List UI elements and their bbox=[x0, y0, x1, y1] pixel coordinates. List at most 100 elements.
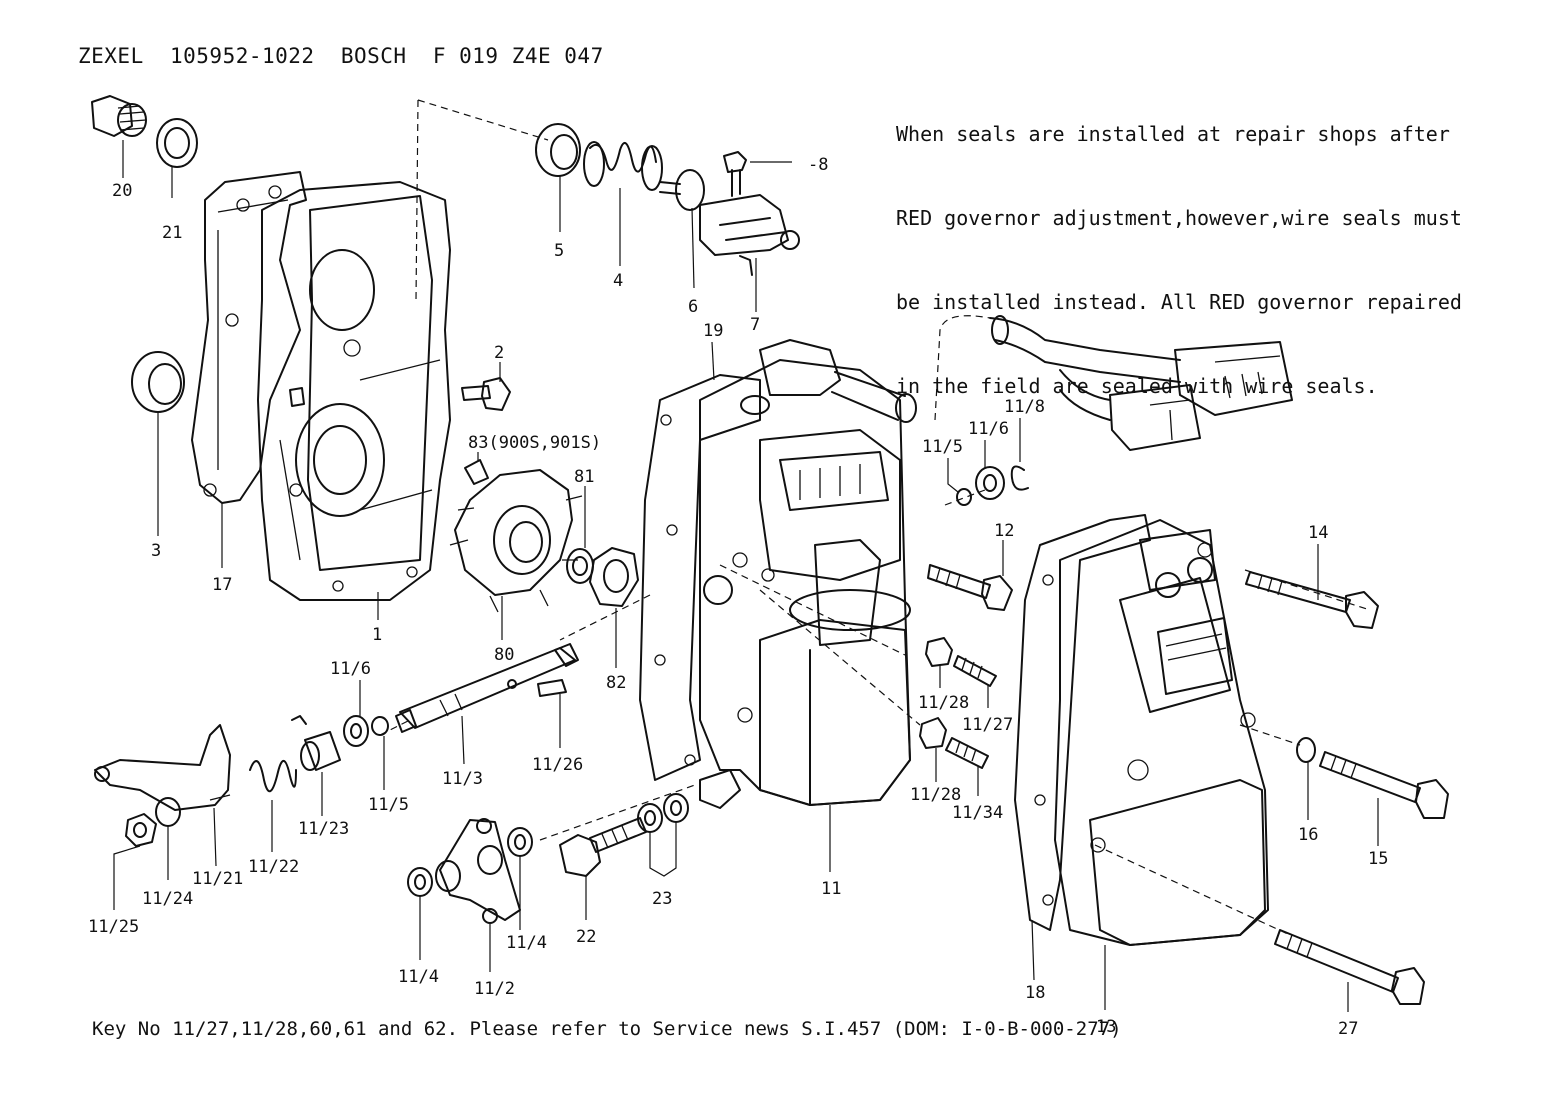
callout-11-3: 11/3 bbox=[442, 769, 483, 789]
gasket-part-18 bbox=[1014, 514, 1151, 931]
washer-part-16 bbox=[1296, 737, 1316, 763]
callout-82: 82 bbox=[606, 673, 626, 693]
housing-part-1 bbox=[257, 181, 451, 601]
callout-17: 17 bbox=[212, 575, 232, 595]
callout-11-26: 11/26 bbox=[532, 755, 583, 775]
washer-part-11-4a bbox=[407, 867, 433, 897]
callout-81: 81 bbox=[574, 467, 594, 487]
callout-11-22: 11/22 bbox=[248, 857, 299, 877]
callout-6: 6 bbox=[688, 297, 698, 317]
bolt-part-15 bbox=[1319, 751, 1449, 819]
callout-18: 18 bbox=[1025, 983, 1045, 1003]
callout-8: -8 bbox=[808, 155, 828, 175]
screw-part-11-27 bbox=[953, 655, 997, 687]
adjuster-part-7 bbox=[699, 194, 800, 276]
callout-11-27: 11/27 bbox=[962, 715, 1013, 735]
callout-27: 27 bbox=[1338, 1019, 1358, 1039]
seal-note-line: When seals are installed at repair shops… bbox=[896, 122, 1450, 146]
callout-13: 13 bbox=[1096, 1017, 1116, 1037]
washer-part-11-24 bbox=[155, 797, 181, 827]
key-part-83 bbox=[464, 459, 489, 485]
callout-11: 11 bbox=[821, 879, 841, 899]
bolt-part-22 bbox=[559, 817, 647, 877]
harness-connector bbox=[989, 315, 1293, 451]
callout-11-5a: 11/5 bbox=[922, 437, 963, 457]
seal-ring-part-5 bbox=[535, 123, 581, 177]
footer-reference: Key No 11/27,11/28,60,61 and 62. Please … bbox=[92, 1018, 1122, 1040]
callout-7: 7 bbox=[750, 315, 760, 335]
callout-11-28b: 11/28 bbox=[910, 785, 961, 805]
bolt-part-2 bbox=[461, 377, 511, 411]
assembly-lines bbox=[379, 99, 1371, 936]
washer-part-11-4b bbox=[507, 827, 533, 857]
callout-11-6a: 11/6 bbox=[968, 419, 1009, 439]
washer-part-11-6b bbox=[343, 715, 369, 747]
callout-11-4b: 11/4 bbox=[506, 933, 547, 953]
callout-11-2: 11/2 bbox=[474, 979, 515, 999]
seal-note-line: RED governor adjustment,however,wire sea… bbox=[896, 206, 1462, 230]
callout-11-34: 11/34 bbox=[952, 803, 1003, 823]
lever-part-11-21 bbox=[94, 724, 231, 811]
nut-part-11-28b bbox=[919, 717, 947, 749]
shaft-part-11-3 bbox=[395, 643, 579, 733]
callout-11-21: 11/21 bbox=[192, 869, 243, 889]
callout-11-23: 11/23 bbox=[298, 819, 349, 839]
bushing-part-11-23 bbox=[300, 731, 341, 771]
nut-part-11-25 bbox=[125, 813, 157, 847]
lever-part-11-2 bbox=[435, 818, 521, 924]
screw-part-11-26 bbox=[507, 679, 567, 697]
callout-80: 80 bbox=[494, 645, 514, 665]
callout-83: 83(900S,901S) bbox=[468, 433, 601, 453]
callout-14: 14 bbox=[1308, 523, 1328, 543]
oil-seal-part-3 bbox=[131, 351, 185, 413]
callout-21: 21 bbox=[162, 223, 182, 243]
callout-23: 23 bbox=[652, 889, 672, 909]
clip-part-11-8 bbox=[1010, 465, 1029, 491]
nut-part-11-28a bbox=[925, 637, 953, 667]
plug-part-20 bbox=[91, 95, 147, 137]
washer-part-11-6 bbox=[975, 466, 1005, 500]
oring-part-11-5 bbox=[956, 488, 972, 506]
rotor-part-80 bbox=[449, 469, 583, 613]
callout-11-8: 11/8 bbox=[1004, 397, 1045, 417]
gasket-part-19 bbox=[639, 374, 761, 781]
callout-1: 1 bbox=[372, 625, 382, 645]
seal-note: When seals are installed at repair shops… bbox=[896, 64, 1462, 456]
oring-part-11-5b bbox=[371, 716, 389, 736]
callout-20: 20 bbox=[112, 181, 132, 201]
callout-5: 5 bbox=[554, 241, 564, 261]
gasket-part-17 bbox=[191, 171, 307, 504]
governor-body-part-11 bbox=[699, 339, 917, 809]
callout-11-6b: 11/6 bbox=[330, 659, 371, 679]
callout-11-25: 11/25 bbox=[88, 917, 139, 937]
screw-part-11-34 bbox=[945, 737, 989, 769]
callout-3: 3 bbox=[151, 541, 161, 561]
bolt-part-27 bbox=[1274, 929, 1425, 1005]
callout-11-4a: 11/4 bbox=[398, 967, 439, 987]
callout-11-5b: 11/5 bbox=[368, 795, 409, 815]
callout-11-28a: 11/28 bbox=[918, 693, 969, 713]
callout-16: 16 bbox=[1298, 825, 1318, 845]
cover-part-13 bbox=[1054, 519, 1269, 946]
spring-part-11-22 bbox=[249, 715, 307, 793]
washers-part-23 bbox=[637, 793, 689, 833]
bolt-part-14 bbox=[1245, 571, 1379, 629]
diagram-title: ZEXEL 105952-1022 BOSCH F 019 Z4E 047 bbox=[78, 44, 604, 68]
washer-part-81 bbox=[566, 548, 594, 584]
nut-part-82 bbox=[589, 547, 639, 607]
seal-note-line: in the field are sealed with wire seals. bbox=[896, 374, 1378, 398]
spring-part-4 bbox=[583, 141, 663, 191]
leader-lines bbox=[113, 140, 1379, 1012]
bolt-part-12 bbox=[927, 564, 1013, 611]
callout-22: 22 bbox=[576, 927, 596, 947]
callout-2: 2 bbox=[494, 343, 504, 363]
screw-part-8 bbox=[723, 151, 747, 197]
callout-labels: 20 21 5 4 6 7 -8 19 2 3 17 1 83(900S,901… bbox=[88, 155, 1388, 1039]
callout-4: 4 bbox=[613, 271, 623, 291]
callout-12: 12 bbox=[994, 521, 1014, 541]
washer-part-21 bbox=[156, 118, 198, 168]
spring-seat-part-6 bbox=[659, 169, 705, 211]
callout-19: 19 bbox=[703, 321, 723, 341]
